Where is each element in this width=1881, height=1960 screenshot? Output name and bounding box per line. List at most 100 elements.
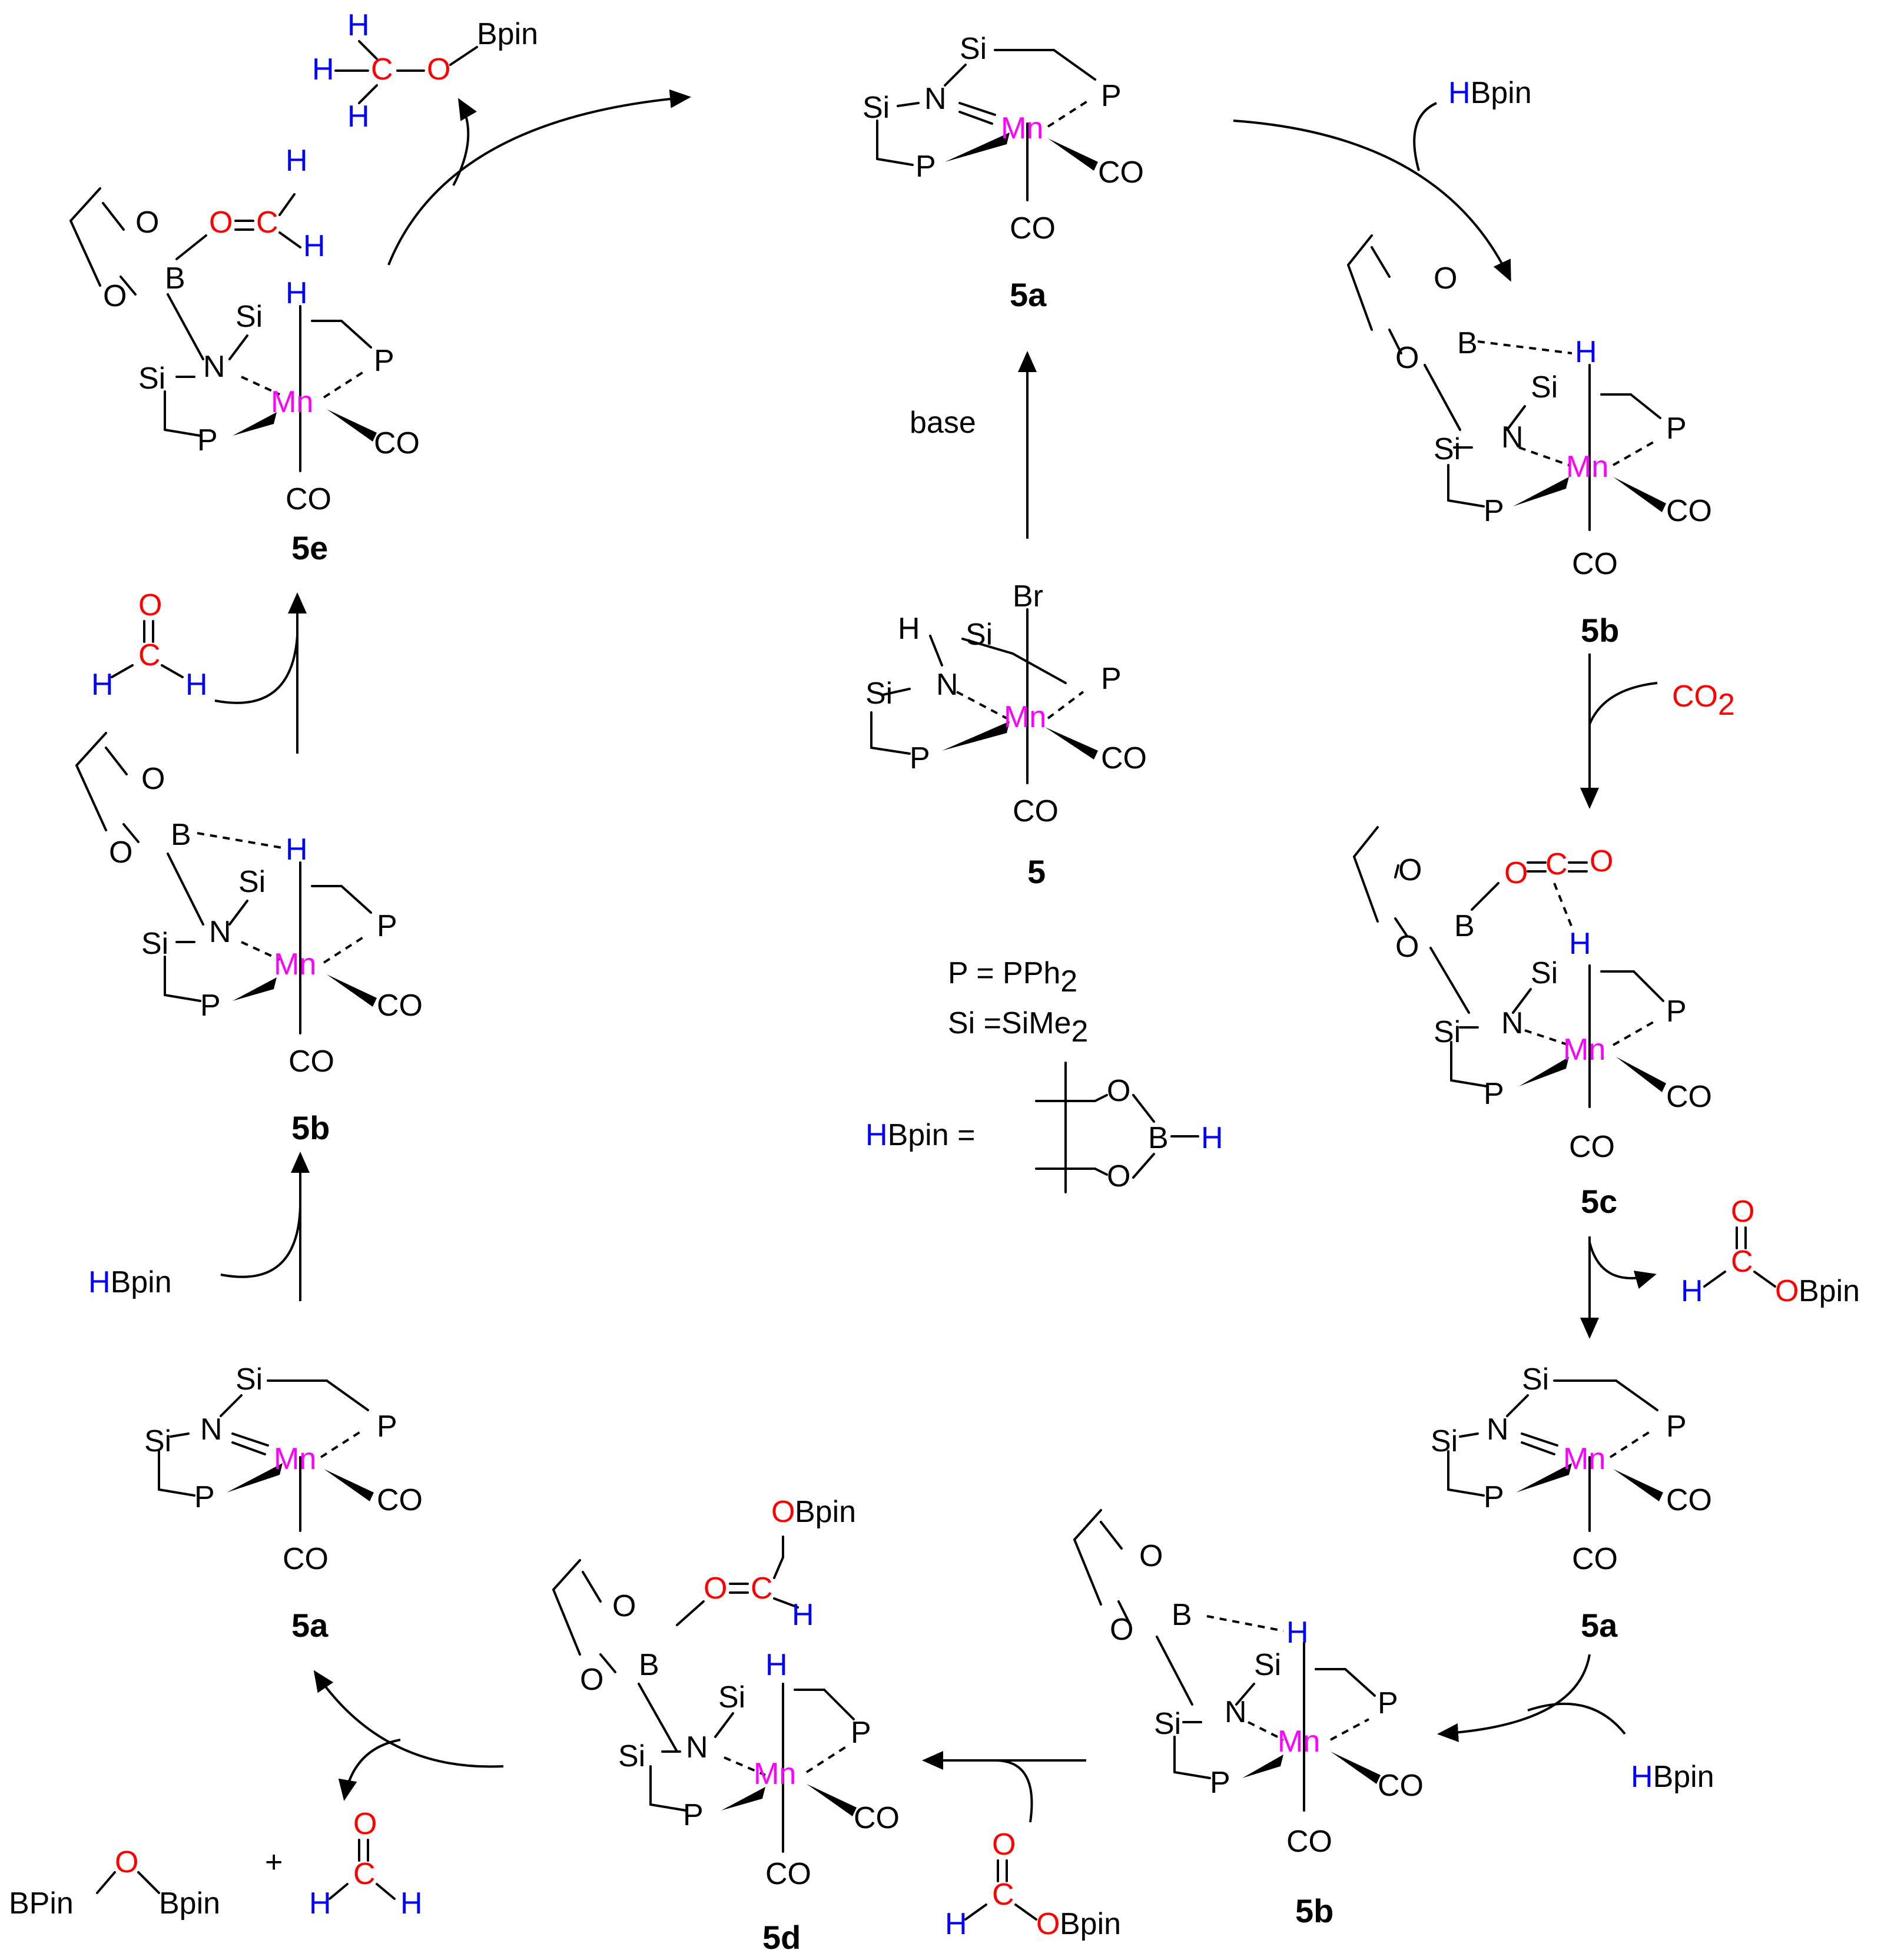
formate-reagent: O C H O Bpin [945,1828,1121,1941]
atom-h: H [765,1648,788,1682]
atom-p: P [1210,1766,1230,1800]
atom-b: B [639,1648,659,1682]
legend-si: Si =SiMe2 [948,1006,1088,1049]
atom-p: P [851,1716,871,1750]
atom-h: H [1201,1121,1223,1155]
atom-b: B [1148,1121,1169,1155]
atom-h: H [347,100,370,134]
atom-o: O [1434,261,1457,296]
atom-o: O [992,1828,1016,1862]
atom-b: B [1172,1598,1192,1632]
atom-co: CO [1572,547,1618,581]
atom-n: N [209,915,231,949]
reagent-arrow [220,1206,301,1278]
atom-c: C [1545,847,1568,881]
reagent-bpin: Bpin [477,17,538,51]
atom-o: O [103,279,127,313]
atom-o: O [1107,1159,1130,1193]
reagent-bpin-cap: BPin [9,1886,74,1921]
atom-h: H [945,1907,967,1941]
compound-label: 5b [1295,1892,1333,1929]
atom-n: N [686,1730,708,1765]
atom-o: O [1775,1274,1799,1308]
atom-o: O [771,1495,795,1529]
atom-n: N [203,350,225,384]
atom-p: P [1101,79,1122,113]
atom-co: CO [283,1542,329,1576]
atom-o: O [1107,1074,1130,1108]
compound-5a-right: Si N Si P Mn P CO CO 5a [1431,1362,1712,1644]
atom-o: O [209,205,233,240]
compound-label: 5b [291,1109,330,1146]
atom-b: B [165,261,185,296]
atom-h: H [312,52,334,87]
atom-si: Si [1434,1015,1461,1049]
atom-mn: Mn [754,1757,796,1791]
base-label: base [910,406,976,440]
atom-p: P [377,1410,397,1444]
atom-mn: Mn [1278,1724,1320,1759]
atom-p: P [1666,412,1687,446]
atom-si: Si [238,865,266,899]
atom-co: CO [1666,494,1712,528]
atom-p: P [683,1798,704,1832]
reagent-bpin: Bpin [159,1886,220,1921]
atom-si: Si [966,618,993,652]
atom-n: N [200,1412,223,1447]
atom-si: Si [1254,1648,1281,1682]
atom-co: CO [854,1801,900,1835]
atom-c: C [353,1857,376,1891]
reaction-arrow [387,89,691,266]
atom-si: Si [1154,1707,1181,1741]
atom-si: Si [618,1739,645,1773]
reagent-arrow [1413,102,1437,171]
compound-5e: O O B O C H H H Si N Si P Mn P CO CO 5e [69,144,420,566]
atom-mn: Mn [1001,111,1043,145]
atom-h: H [286,276,308,310]
atom-p: P [1666,1410,1687,1444]
atom-si: Si [144,1424,171,1458]
atom-p: P [197,423,218,457]
atom-co: CO [1378,1769,1424,1803]
atom-p: P [374,344,394,378]
atom-co: CO [1666,1483,1712,1517]
reagent-hbpin: HBpin [88,1265,172,1299]
atom-co: CO [1098,155,1144,190]
atom-si: Si [138,362,165,396]
atom-o: O [138,588,162,622]
atom-n: N [1225,1695,1247,1729]
methoxyborane-product: H H C H O Bpin [312,8,538,134]
atom-h: H [1681,1274,1703,1308]
atom-h: H [303,229,326,263]
legend-hbpin: HBpin = [865,1118,975,1152]
atom-b: B [1457,326,1478,360]
formaldehyde-reagent: O C H H [91,588,208,702]
compound-5b-bottom: O O B H Si N Si P Mn P CO CO 5b [1073,1509,1424,1929]
atom-si: Si [960,32,987,66]
atom-o: O [580,1663,603,1697]
atom-o: O [1036,1907,1060,1941]
atom-o: O [1731,1195,1754,1229]
product-arrow [452,98,477,186]
reaction-arrow [1437,1654,1591,1742]
atom-n: N [924,82,947,116]
compound-5a-top: Si N Si P Mn P CO CO 5a [862,32,1144,313]
atom-n: N [1501,1006,1524,1040]
atom-c: C [371,52,393,87]
atom-si: Si [1431,1424,1458,1458]
atom-h: H [91,668,114,702]
atom-h: H [792,1598,814,1632]
atom-co: CO [1286,1825,1332,1859]
compound-5a-left: Si N Si P Mn P CO CO 5a [144,1362,423,1644]
compound-5: Br H Si N Si P Mn P CO CO 5 [865,579,1147,890]
atom-p: P [1666,994,1687,1029]
atom-co: CO [765,1857,811,1891]
atom-mn: Mn [1566,450,1608,484]
atom-o: O [1139,1539,1163,1573]
compound-label: 5a [291,1607,329,1644]
atom-p: P [1484,1077,1504,1111]
compound-label: 5a [1581,1607,1618,1644]
compound-5c: O O B O C O H Si N Si P Mn P CO CO 5c [1353,826,1712,1220]
product-arrow [1588,1242,1657,1289]
